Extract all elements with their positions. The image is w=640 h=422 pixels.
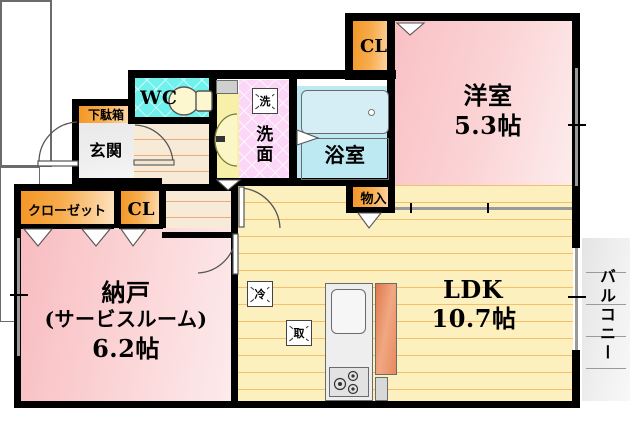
wall-hall-bottom	[162, 232, 238, 238]
wall-toilet-washroom	[209, 70, 217, 185]
wall-washroom-bath	[289, 70, 297, 186]
marker-outlet-label: 取	[292, 325, 306, 341]
wall-top-entrance	[72, 99, 135, 106]
room-fill-ldk	[238, 185, 573, 401]
label-ldk-name: LDK	[442, 275, 504, 304]
wall-closet-divider	[114, 184, 121, 228]
wall-monoire-top	[346, 181, 395, 187]
wall-bottom-entrance	[72, 178, 162, 185]
window-tick-bedroom	[568, 124, 586, 126]
label-balcony: バルコニー	[597, 268, 616, 363]
sliding-door-bedroom-ldk	[395, 207, 572, 210]
wall-right-service	[231, 184, 238, 408]
bath-floor-outline	[301, 138, 389, 180]
marker-washer-label: 洗	[258, 93, 272, 109]
wall-monoire-bottom	[346, 207, 395, 213]
wall-closet-bottom-left	[14, 224, 114, 229]
wall-bottom-service	[14, 401, 574, 408]
label-entrance: 玄関	[89, 141, 123, 160]
stove-burners-icon	[333, 370, 359, 395]
label-cl-bedroom: CL	[360, 36, 387, 57]
vanity-cabinet-top	[216, 80, 238, 94]
wall-bottom-bath	[296, 178, 395, 186]
sliding-door-tick-1	[410, 203, 412, 213]
label-cl-hall: CL	[127, 198, 155, 220]
kitchen-tall-cabinet	[375, 283, 397, 375]
wall-top-closet	[14, 184, 238, 191]
wall-left-entrance	[72, 99, 79, 185]
wall-right-cl-bedroom	[387, 13, 395, 80]
window-service-left	[17, 238, 20, 356]
door-slide-washroom	[215, 179, 242, 191]
label-ldk-size: 10.7帖	[431, 304, 517, 333]
window-tick-service	[10, 294, 28, 296]
balcony-plank-3	[586, 336, 626, 337]
label-service-room-name: 納戸	[101, 278, 151, 307]
wall-ldk-right-upper	[572, 238, 580, 248]
door-swing-entrance	[37, 121, 79, 167]
wall-hall-right	[231, 178, 238, 218]
wall-monoire-left	[346, 181, 353, 213]
marker-outlet: 取	[286, 320, 312, 346]
door-fold-cl-hall	[119, 228, 148, 247]
marker-washing-machine: 洗	[252, 88, 278, 114]
kitchen-lower-unit	[375, 377, 388, 401]
label-shoe-box: 下駄箱	[87, 107, 124, 122]
label-toilet: WC	[140, 87, 178, 109]
wall-bottom-washroom	[216, 178, 298, 186]
wall-top-toilet	[128, 70, 216, 78]
door-slide-cl-bedroom	[395, 22, 426, 36]
vanity-basin-fixture	[214, 113, 238, 167]
wall-cl-hall-right	[159, 184, 166, 228]
storage-fill-cl-hall	[120, 190, 162, 228]
balcony-rail-outer	[0, 0, 52, 167]
label-closet-main: クローゼット	[27, 203, 106, 219]
room-fill-entrance	[78, 122, 134, 185]
wall-top-bedroom	[345, 13, 580, 21]
label-service-room-sub: (サービスルーム)	[44, 307, 208, 331]
balcony-plank-1	[586, 272, 626, 273]
bathtub-drain-icon	[368, 109, 375, 116]
door-swing-ldk	[238, 186, 281, 229]
door-swing-monoire	[356, 212, 383, 229]
kitchen-sink	[331, 289, 366, 334]
door-swing-service	[197, 233, 239, 275]
wall-top-washroom	[216, 70, 396, 79]
wall-left-cl-bedroom	[345, 13, 353, 79]
window-bedroom-right	[575, 68, 578, 186]
label-service-room-size: 6.2帖	[92, 334, 160, 363]
balcony-plank-2	[586, 304, 626, 305]
room-fill-service	[20, 228, 238, 401]
wall-closet-bottom-cl	[119, 224, 163, 229]
wall-bottom-toilet	[128, 117, 216, 124]
balcony-plank-4	[586, 368, 626, 369]
bathtub-fixture	[301, 90, 389, 134]
door-slide-bathroom	[296, 129, 320, 146]
window-ldk-balcony	[575, 248, 578, 350]
wall-ldk-right-lower	[572, 350, 580, 408]
label-washroom-line2: 面	[256, 145, 274, 165]
room-fill-balcony	[582, 238, 630, 401]
marker-fridge-label: 冷	[253, 286, 267, 302]
storage-fill-monoire	[352, 185, 395, 209]
sliding-door-tick-2	[487, 203, 489, 213]
label-western-room-name: 洋室	[463, 81, 513, 110]
storage-fill-closet-main	[20, 190, 114, 228]
wall-right-bath	[387, 79, 395, 186]
toilet-fixture	[168, 86, 213, 116]
storage-fill-shoe-box	[78, 105, 134, 123]
label-western-room-size: 5.3帖	[454, 111, 522, 140]
window-tick-ldk	[568, 296, 586, 298]
hallway-fill	[134, 123, 216, 185]
wall-monoire-right	[388, 181, 395, 213]
label-washroom-line1: 洗	[256, 125, 274, 145]
door-swing-toilet	[133, 124, 175, 166]
label-bathroom: 浴室	[324, 143, 366, 167]
marker-refrigerator: 冷	[247, 281, 273, 307]
label-monoire: 物入	[360, 192, 387, 207]
door-fold-closet-main	[22, 228, 112, 247]
wall-left-toilet	[128, 70, 135, 124]
